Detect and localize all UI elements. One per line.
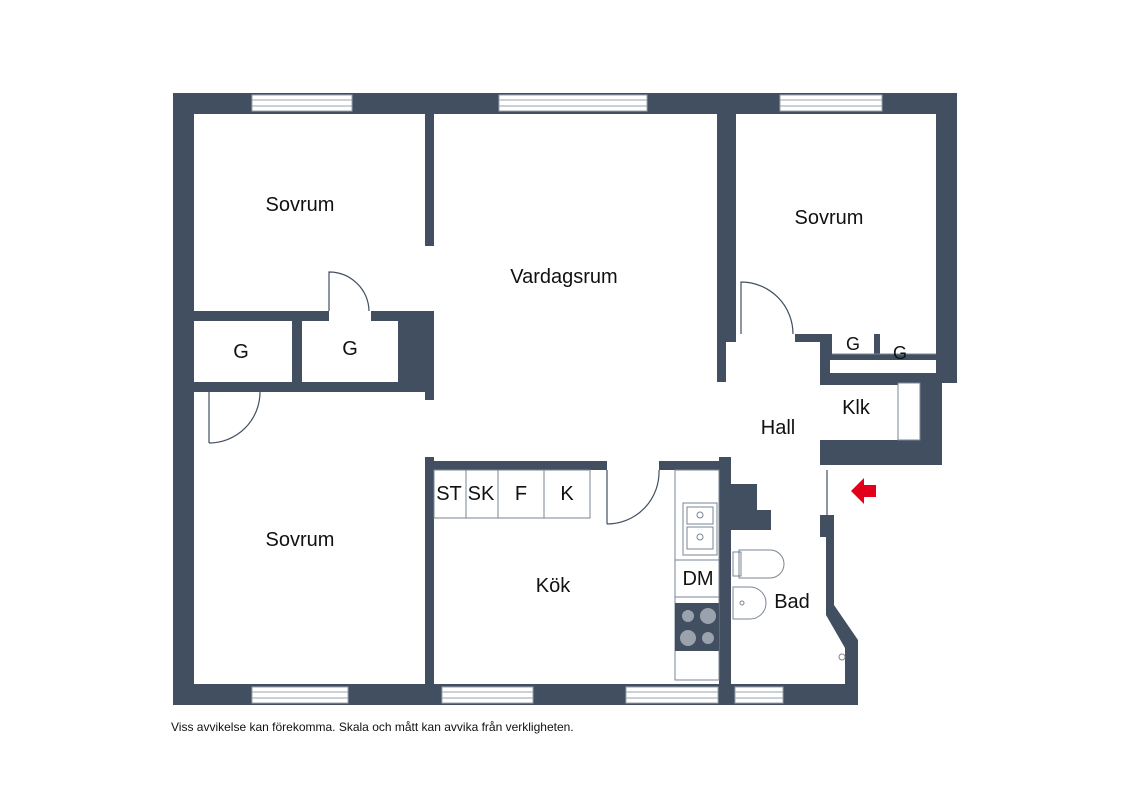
label-dm: DM [682,568,713,590]
cabinet-sk [465,469,499,519]
closet-details [832,353,936,441]
label-g-1: G [233,341,249,363]
cabinet-f [497,469,545,519]
interior-walls [194,114,936,684]
label-sk: SK [468,483,495,505]
label-st: ST [436,483,462,505]
label-klk: Klk [842,397,871,419]
label-g-3: G [846,334,860,354]
cabinet-k [543,469,591,519]
label-g-4: G [893,343,907,363]
room-labels: Sovrum Sovrum Sovrum Vardagsrum Kök Hall… [233,194,907,613]
kitchen-fixtures [433,469,720,681]
bathroom-fixtures [732,549,846,661]
entrance-arrow-icon [851,478,876,504]
drain-icon [838,653,846,661]
sink-icon [682,502,718,556]
label-hall: Hall [761,417,795,439]
label-sovrum-bottom-left: Sovrum [266,529,335,551]
washbasin-icon [732,586,767,620]
windows [251,94,883,704]
toilet-icon [738,549,785,579]
cabinet-st [433,469,467,519]
label-bad: Bad [774,591,810,613]
label-kok: Kök [536,575,571,597]
doors [208,271,828,525]
label-sovrum-top-right: Sovrum [795,207,864,229]
outer-walls [173,93,957,705]
label-sovrum-top-left: Sovrum [266,194,335,216]
label-f: F [515,483,527,505]
label-vardagsrum: Vardagsrum [510,266,617,288]
label-k: K [560,483,574,505]
label-g-2: G [342,338,358,360]
disclaimer-text: Viss avvikelse kan förekomma. Skala och … [171,720,574,734]
